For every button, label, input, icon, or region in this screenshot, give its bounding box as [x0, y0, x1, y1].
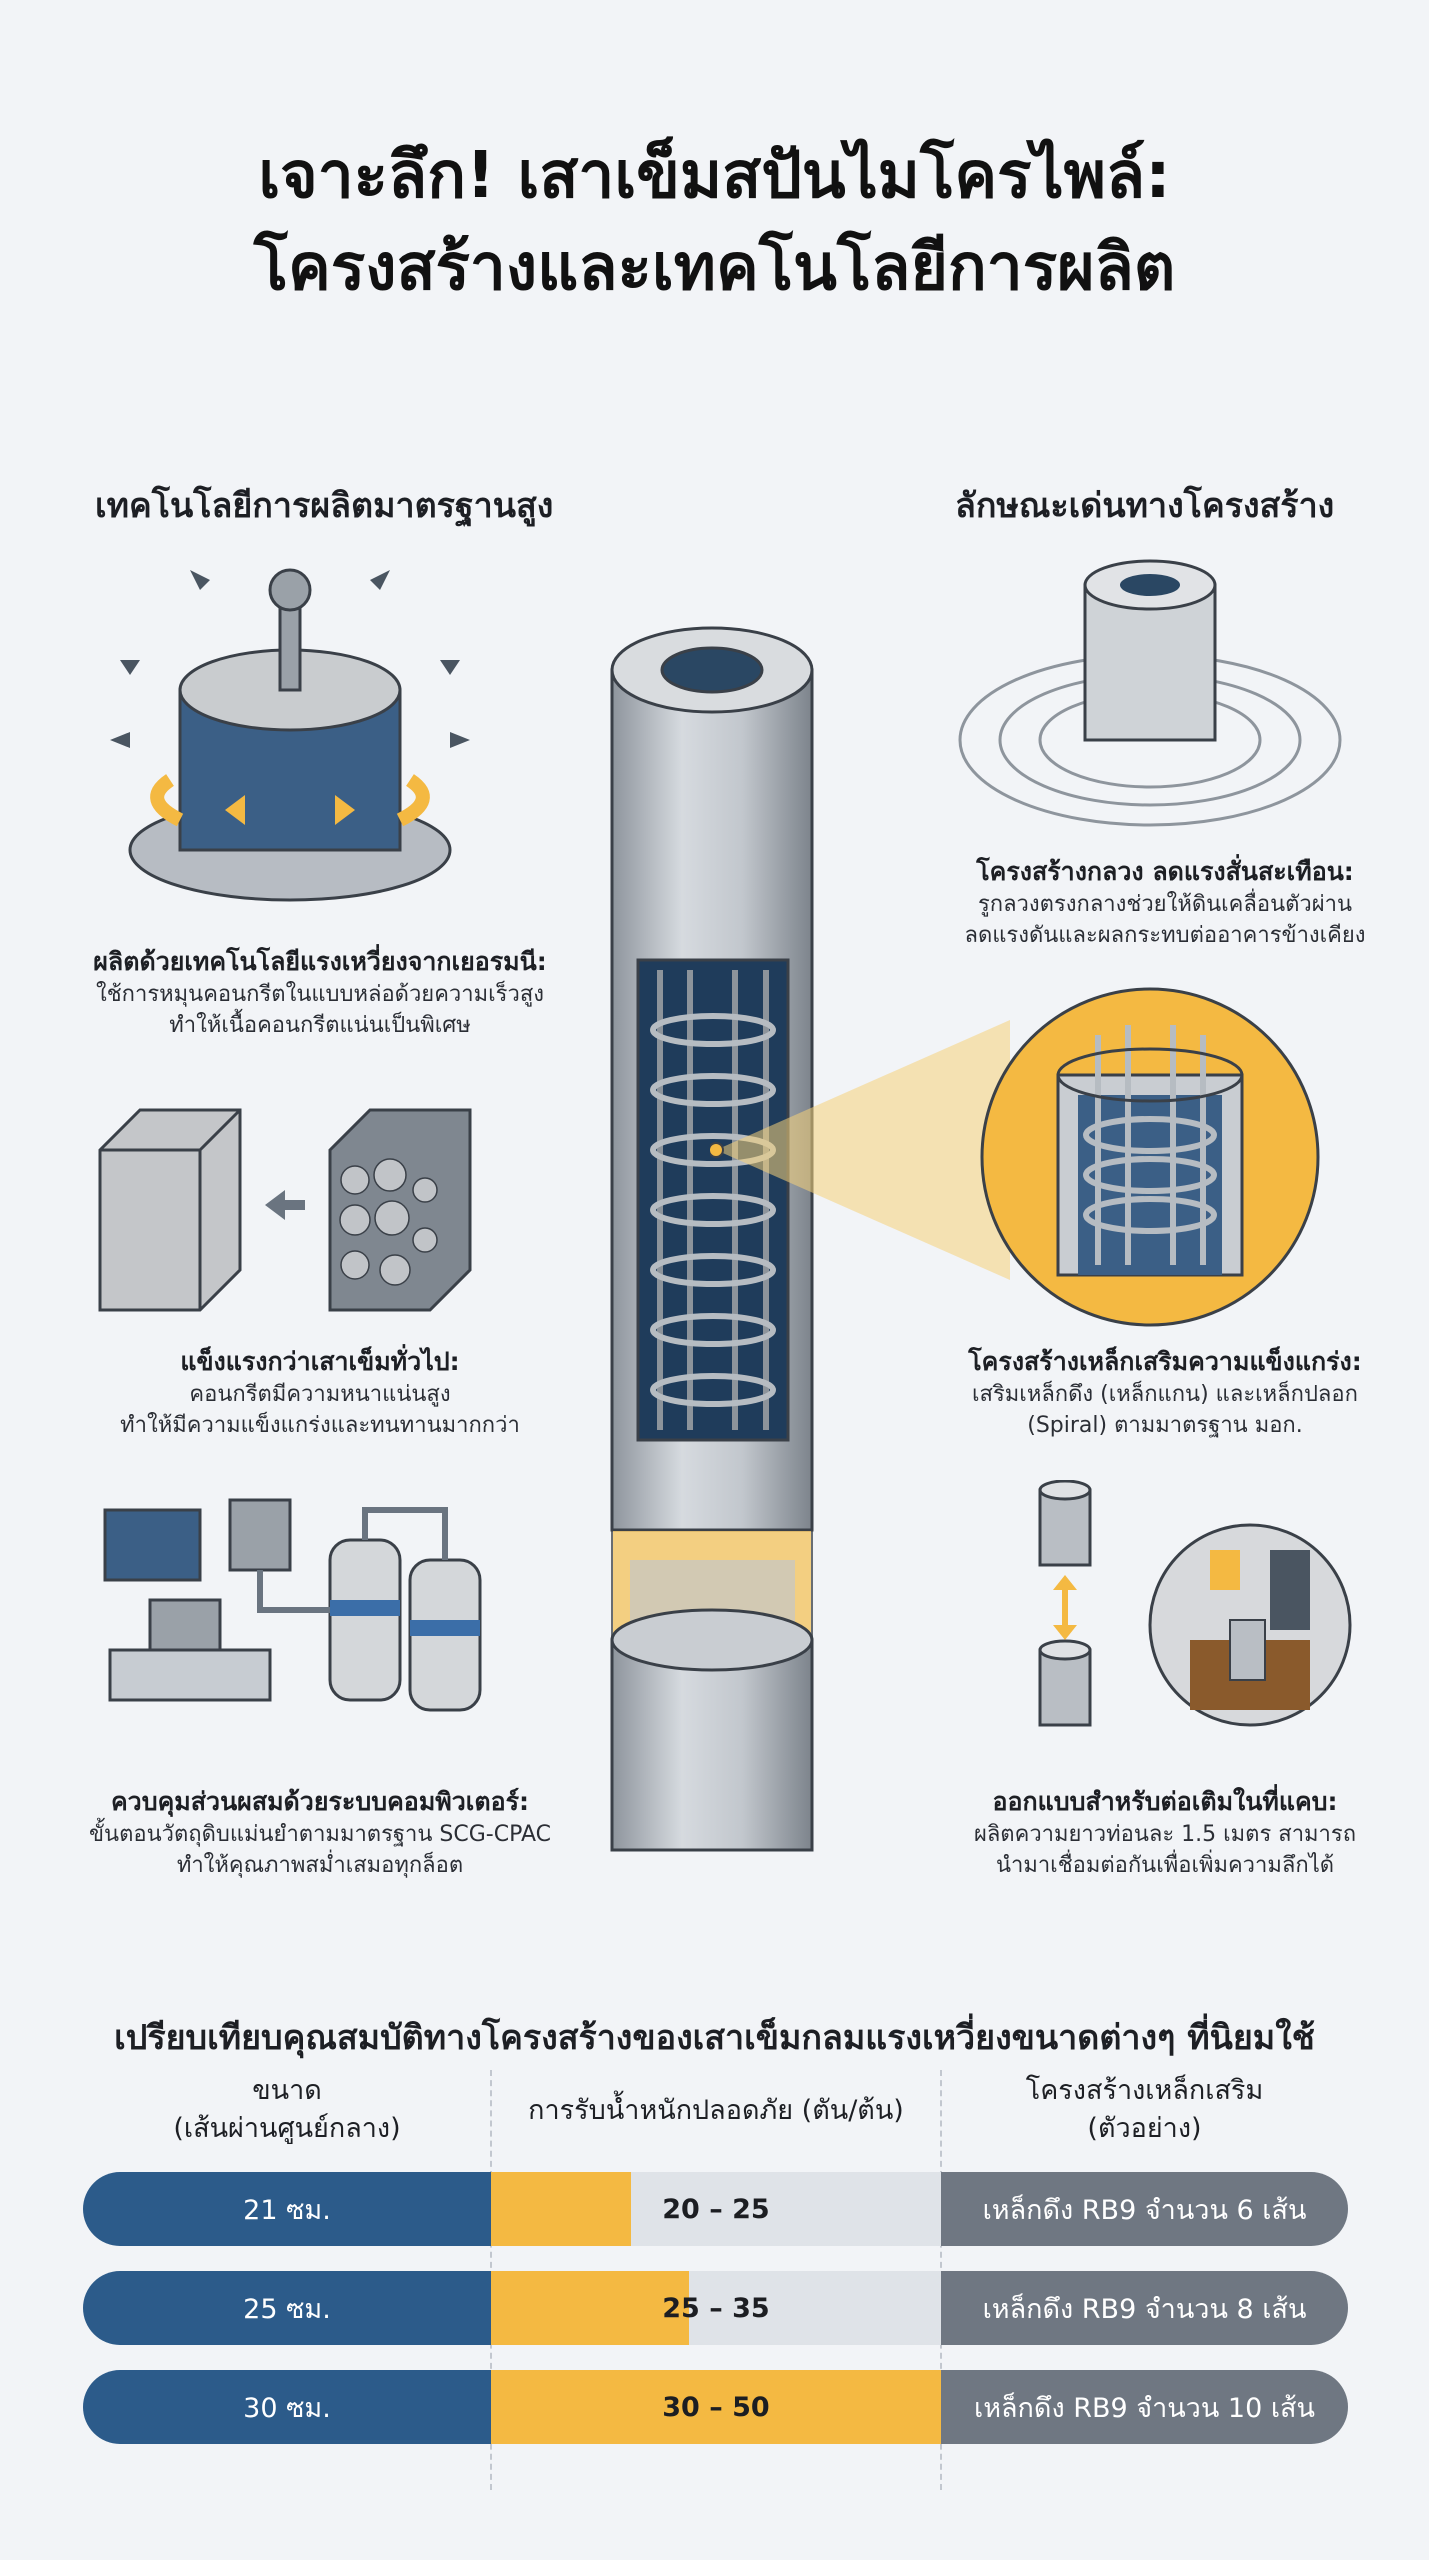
page-title-line-2: โครงสร้างและเทคโนโลยีการผลิต: [253, 231, 1176, 305]
right-item-2: โครงสร้างเหล็กเสริมความแข็งแกร่ง: เสริมเ…: [930, 1345, 1400, 1441]
row-load: 30 – 50: [491, 2370, 941, 2444]
load-fill-bar: [491, 2370, 941, 2444]
callout-cone: [710, 1020, 1010, 1280]
row-load: 25 – 35: [491, 2271, 941, 2345]
right-item-2-line-1: เสริมเหล็กดึง (เหล็กแกน) และเหล็กปลอก: [972, 1382, 1358, 1407]
right-item-3-title: ออกแบบสำหรับต่อเติมในที่แคบ:: [992, 1787, 1338, 1816]
header-steel: โครงสร้างเหล็กเสริม (ตัวอย่าง): [941, 2072, 1348, 2148]
row-size: 21 ซม.: [83, 2172, 491, 2246]
header-size-line-2: (เส้นผ่านศูนย์กลาง): [173, 2113, 401, 2144]
page-title-line-1: เจาะลึก! เสาเข็มสปันไมโครไพล์:: [258, 139, 1171, 213]
table-row: 21 ซม. 20 – 25 เหล็กดึง RB9 จำนวน 6 เส้น: [83, 2172, 1348, 2246]
header-size: ขนาด (เส้นผ่านศูนย์กลาง): [83, 2072, 491, 2148]
computer-batching-icon: [103, 1498, 482, 1712]
left-item-1-line-1: ใช้การหมุนคอนกรีตในแบบหล่อด้วยความเร็วสู…: [95, 982, 544, 1007]
right-item-3: ออกแบบสำหรับต่อเติมในที่แคบ: ผลิตความยาว…: [930, 1785, 1400, 1881]
left-item-3-line-2: ทำให้คุณภาพสม่ำเสมอทุกล็อต: [176, 1853, 464, 1878]
row-load-value: 25 – 35: [662, 2292, 770, 2324]
table-row: 25 ซม. 25 – 35 เหล็กดึง RB9 จำนวน 8 เส้น: [83, 2271, 1348, 2345]
header-load: การรับน้ำหนักปลอดภัย (ตัน/ต้น): [528, 2095, 904, 2126]
row-load-value: 20 – 25: [662, 2193, 770, 2225]
row-size: 30 ซม.: [83, 2370, 491, 2444]
reinforcement-detail-icon: [980, 987, 1320, 1327]
right-item-1-title: โครงสร้างกลวง ลดแรงสั่นสะเทือน:: [976, 857, 1354, 886]
right-item-3-line-2: นำมาเชื่อมต่อกันเพื่อเพิ่มความลึกได้: [995, 1853, 1335, 1878]
left-item-3-title: ควบคุมส่วนผสมด้วยระบบคอมพิวเตอร์:: [110, 1787, 530, 1816]
left-item-1-line-2: ทำให้เนื้อคอนกรีตแน่นเป็นพิเศษ: [169, 1013, 471, 1038]
right-section-heading: ลักษณะเด่นทางโครงสร้าง: [955, 486, 1335, 526]
centrifugal-mold-icon: [110, 568, 470, 902]
row-size: 25 ซม.: [83, 2271, 491, 2345]
comparison-title: เปรียบเทียบคุณสมบัติทางโครงสร้างของเสาเข…: [114, 2018, 1315, 2058]
right-item-1: โครงสร้างกลวง ลดแรงสั่นสะเทือน: รูกลวงตร…: [930, 855, 1400, 951]
table-row: 30 ซม. 30 – 50 เหล็กดึง RB9 จำนวน 10 เส้…: [83, 2370, 1348, 2444]
page-title: เจาะลึก! เสาเข็มสปันไมโครไพล์: โครงสร้าง…: [0, 130, 1429, 314]
load-fill-bar: [491, 2271, 689, 2345]
row-load: 20 – 25: [491, 2172, 941, 2246]
right-item-2-title: โครงสร้างเหล็กเสริมความแข็งแกร่ง:: [968, 1347, 1362, 1376]
joint-extension-icon: [1038, 1480, 1352, 1727]
left-item-2-line-2: ทำให้มีความแข็งแกร่งและทนทานมากกว่า: [120, 1413, 520, 1438]
header-steel-line-1: โครงสร้างเหล็กเสริม: [1025, 2075, 1264, 2106]
row-steel: เหล็กดึง RB9 จำนวน 10 เส้น: [941, 2370, 1348, 2444]
left-item-1: ผลิตด้วยเทคโนโลยีแรงเหวี่ยงจากเยอรมนี: ใ…: [40, 945, 600, 1041]
left-item-1-title: ผลิตด้วยเทคโนโลยีแรงเหวี่ยงจากเยอรมนี:: [93, 947, 547, 976]
right-item-1-line-1: รูกลวงตรงกลางช่วยให้ดินเคลื่อนตัวผ่าน: [977, 892, 1353, 917]
row-load-value: 30 – 50: [662, 2391, 770, 2423]
row-steel: เหล็กดึง RB9 จำนวน 6 เส้น: [941, 2172, 1348, 2246]
left-item-2-title: แข็งแรงกว่าเสาเข็มทั่วไป:: [180, 1347, 460, 1376]
spun-micropile-illustration: [610, 626, 814, 1852]
left-item-3: ควบคุมส่วนผสมด้วยระบบคอมพิวเตอร์: ขั้นตอ…: [40, 1785, 600, 1881]
load-fill-bar: [491, 2172, 631, 2246]
hollow-pile-vibration-icon: [958, 559, 1342, 827]
left-item-2: แข็งแรงกว่าเสาเข็มทั่วไป: คอนกรีตมีความห…: [40, 1345, 600, 1441]
right-item-3-line-1: ผลิตความยาวท่อนละ 1.5 เมตร สามารถ: [973, 1822, 1357, 1847]
left-item-2-line-1: คอนกรีตมีความหนาแน่นสูง: [189, 1382, 451, 1407]
right-item-1-line-2: ลดแรงดันและผลกระทบต่ออาคารข้างเคียง: [964, 923, 1366, 948]
left-section-heading: เทคโนโลยีการผลิตมาตรฐานสูง: [95, 486, 554, 526]
left-item-3-line-1: ขั้นตอนวัตถุดิบแม่นยำตามมาตรฐาน SCG-CPAC: [89, 1822, 551, 1847]
row-steel: เหล็กดึง RB9 จำนวน 8 เส้น: [941, 2271, 1348, 2345]
right-item-2-line-2: (Spiral) ตามมาตรฐาน มอก.: [1027, 1413, 1303, 1438]
header-steel-line-2: (ตัวอย่าง): [1087, 2113, 1202, 2144]
header-size-line-1: ขนาด: [252, 2075, 322, 2106]
concrete-density-icon: [98, 1108, 472, 1312]
